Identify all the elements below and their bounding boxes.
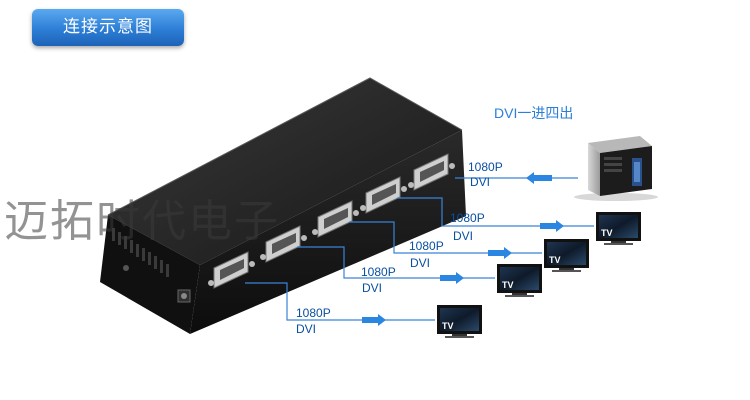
arrow-right-icon bbox=[440, 272, 464, 284]
output-3-resolution-label: 1080P bbox=[409, 239, 444, 253]
arrow-right-icon bbox=[488, 247, 512, 259]
output-4-signal-label: DVI bbox=[453, 229, 473, 243]
tv-monitor-4: TV bbox=[596, 212, 641, 245]
dvi-port-input bbox=[408, 153, 455, 191]
output-connection-4: 1080P DVI bbox=[397, 197, 594, 243]
tv-screen-text: TV bbox=[601, 228, 613, 238]
output-3-signal-label: DVI bbox=[410, 256, 430, 270]
output-1-signal-label: DVI bbox=[296, 322, 316, 336]
dvi-port-output-1 bbox=[208, 251, 255, 289]
tv-monitor-3: TV bbox=[544, 239, 589, 272]
tv-monitor-1: TV bbox=[437, 305, 482, 338]
tv-screen-text: TV bbox=[549, 255, 561, 265]
page-title: 连接示意图 bbox=[63, 17, 153, 37]
vent-slots bbox=[112, 228, 169, 277]
arrow-right-icon bbox=[540, 220, 564, 232]
output-1-resolution-label: 1080P bbox=[296, 306, 331, 320]
output-connection-1: 1080P DVI bbox=[245, 282, 435, 336]
input-signal-label: DVI bbox=[470, 175, 490, 189]
arrow-left-icon bbox=[526, 172, 552, 184]
input-connection: 1080P DVI bbox=[455, 160, 578, 189]
splitter-top-face bbox=[108, 78, 462, 265]
output-connection-3: 1080P DVI bbox=[349, 221, 542, 270]
tv-screen-text: TV bbox=[442, 321, 454, 331]
screw-icon bbox=[123, 265, 129, 271]
output-4-resolution-label: 1080P bbox=[450, 211, 485, 225]
dvi-port-output-4 bbox=[360, 176, 407, 214]
pc-tower-icon bbox=[574, 136, 658, 201]
tv-monitor-2: TV bbox=[497, 264, 542, 297]
output-2-signal-label: DVI bbox=[362, 281, 382, 295]
tv-screen-text: TV bbox=[502, 280, 514, 290]
dvi-port-output-2 bbox=[260, 225, 307, 263]
output-2-resolution-label: 1080P bbox=[361, 265, 396, 279]
mode-label: DVI一进四出 bbox=[494, 105, 573, 121]
input-resolution-label: 1080P bbox=[468, 160, 503, 174]
title-badge: 连接示意图 bbox=[32, 9, 184, 46]
dvi-port-output-3 bbox=[312, 200, 359, 238]
output-connection-2: 1080P DVI bbox=[297, 246, 495, 295]
arrow-right-icon bbox=[362, 314, 386, 326]
watermark-text: 迈拓时代电子 bbox=[4, 196, 280, 247]
